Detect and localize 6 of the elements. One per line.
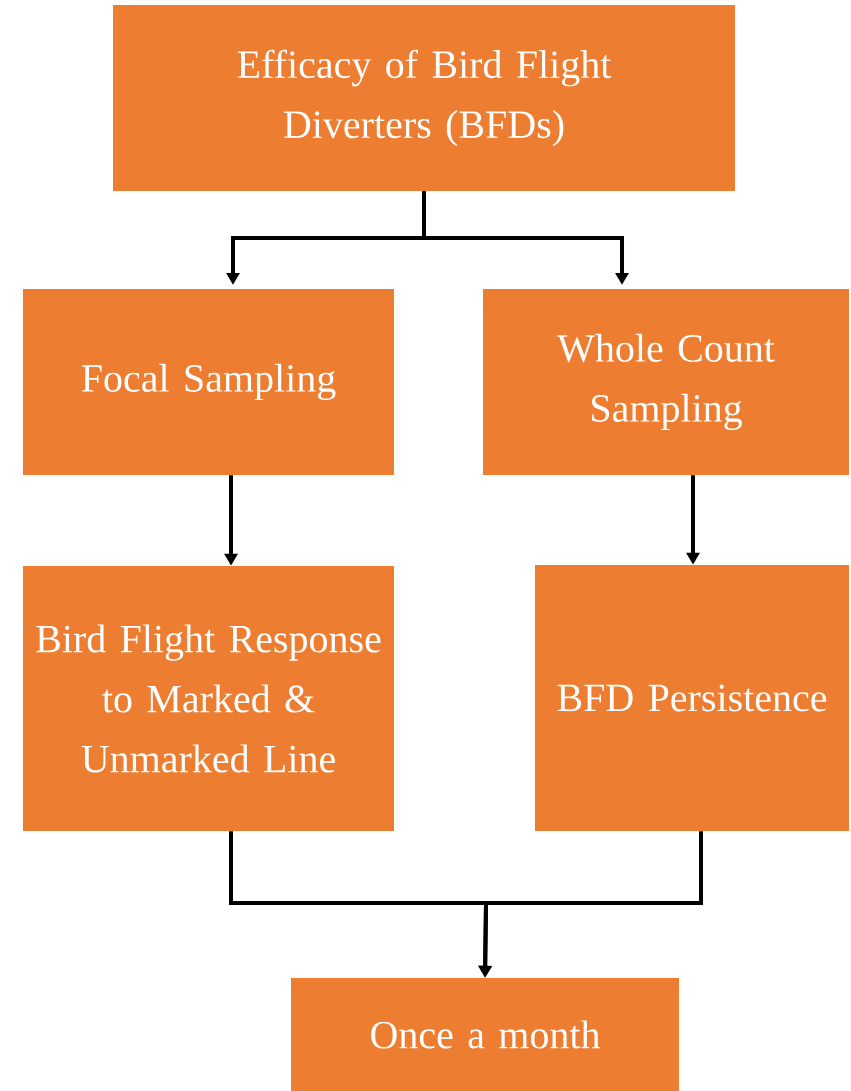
process-box: Bird Flight Response to Marked & Unmarked Line [23,566,394,831]
process-box: Focal Sampling [23,289,394,475]
process-box: BFD Persistence [535,565,849,831]
process-box: Whole Count Sampling [483,289,849,475]
process-box: Once a month [291,978,679,1091]
process-box: Efficacy of Bird Flight Diverters (BFDs) [113,5,735,191]
